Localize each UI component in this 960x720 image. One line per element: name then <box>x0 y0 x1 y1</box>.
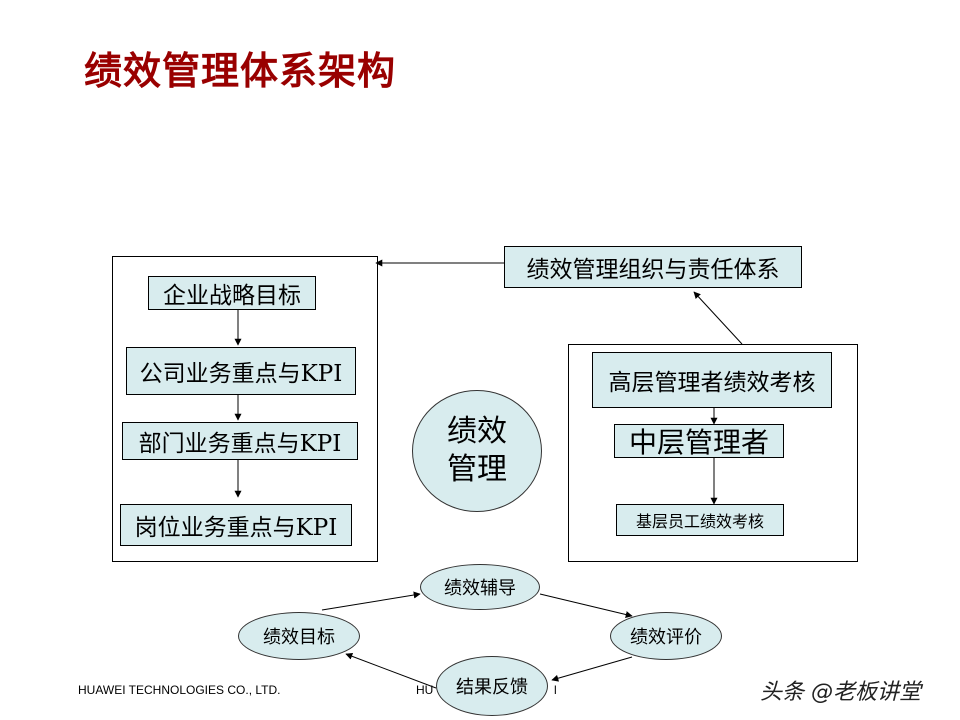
arrow-goal-to-coaching <box>321 591 421 611</box>
footer-center-fragment-left: HU <box>416 683 434 697</box>
position-kpi-box: 岗位业务重点与KPI <box>120 504 352 546</box>
goal-ellipse: 绩效目标 <box>238 612 360 660</box>
org-responsibility-box: 绩效管理组织与责任体系 <box>504 246 802 288</box>
arrow-feedback-to-goal <box>345 652 437 689</box>
middle-manager-box: 中层管理者 <box>614 424 784 459</box>
evaluation-ellipse: 绩效评价 <box>610 612 722 660</box>
footer-company: HUAWEI TECHNOLOGIES CO., LTD. <box>78 683 281 697</box>
circle-line-1: 绩效 <box>447 414 507 449</box>
company-kpi-box: 公司业务重点与KPI <box>126 347 356 395</box>
watermark: 头条 @老板讲堂 <box>760 680 921 705</box>
coaching-ellipse: 绩效辅导 <box>420 564 540 610</box>
arrow-evaluation-to-feedback <box>551 656 633 682</box>
performance-management-circle: 绩效 管理 <box>412 390 542 512</box>
arrow-right-frame-to-org <box>693 291 743 345</box>
footer-center-fragment-right: l <box>554 683 557 697</box>
senior-evaluation-box: 高层管理者绩效考核 <box>592 352 832 408</box>
circle-line-2: 管理 <box>447 452 507 487</box>
arrow-coaching-to-evaluation <box>539 593 633 618</box>
page-title: 绩效管理体系架构 <box>84 49 397 93</box>
department-kpi-box: 部门业务重点与KPI <box>122 422 358 460</box>
staff-evaluation-box: 基层员工绩效考核 <box>616 504 784 536</box>
feedback-ellipse: 结果反馈 <box>436 656 548 716</box>
strategy-goal-box: 企业战略目标 <box>148 276 316 310</box>
